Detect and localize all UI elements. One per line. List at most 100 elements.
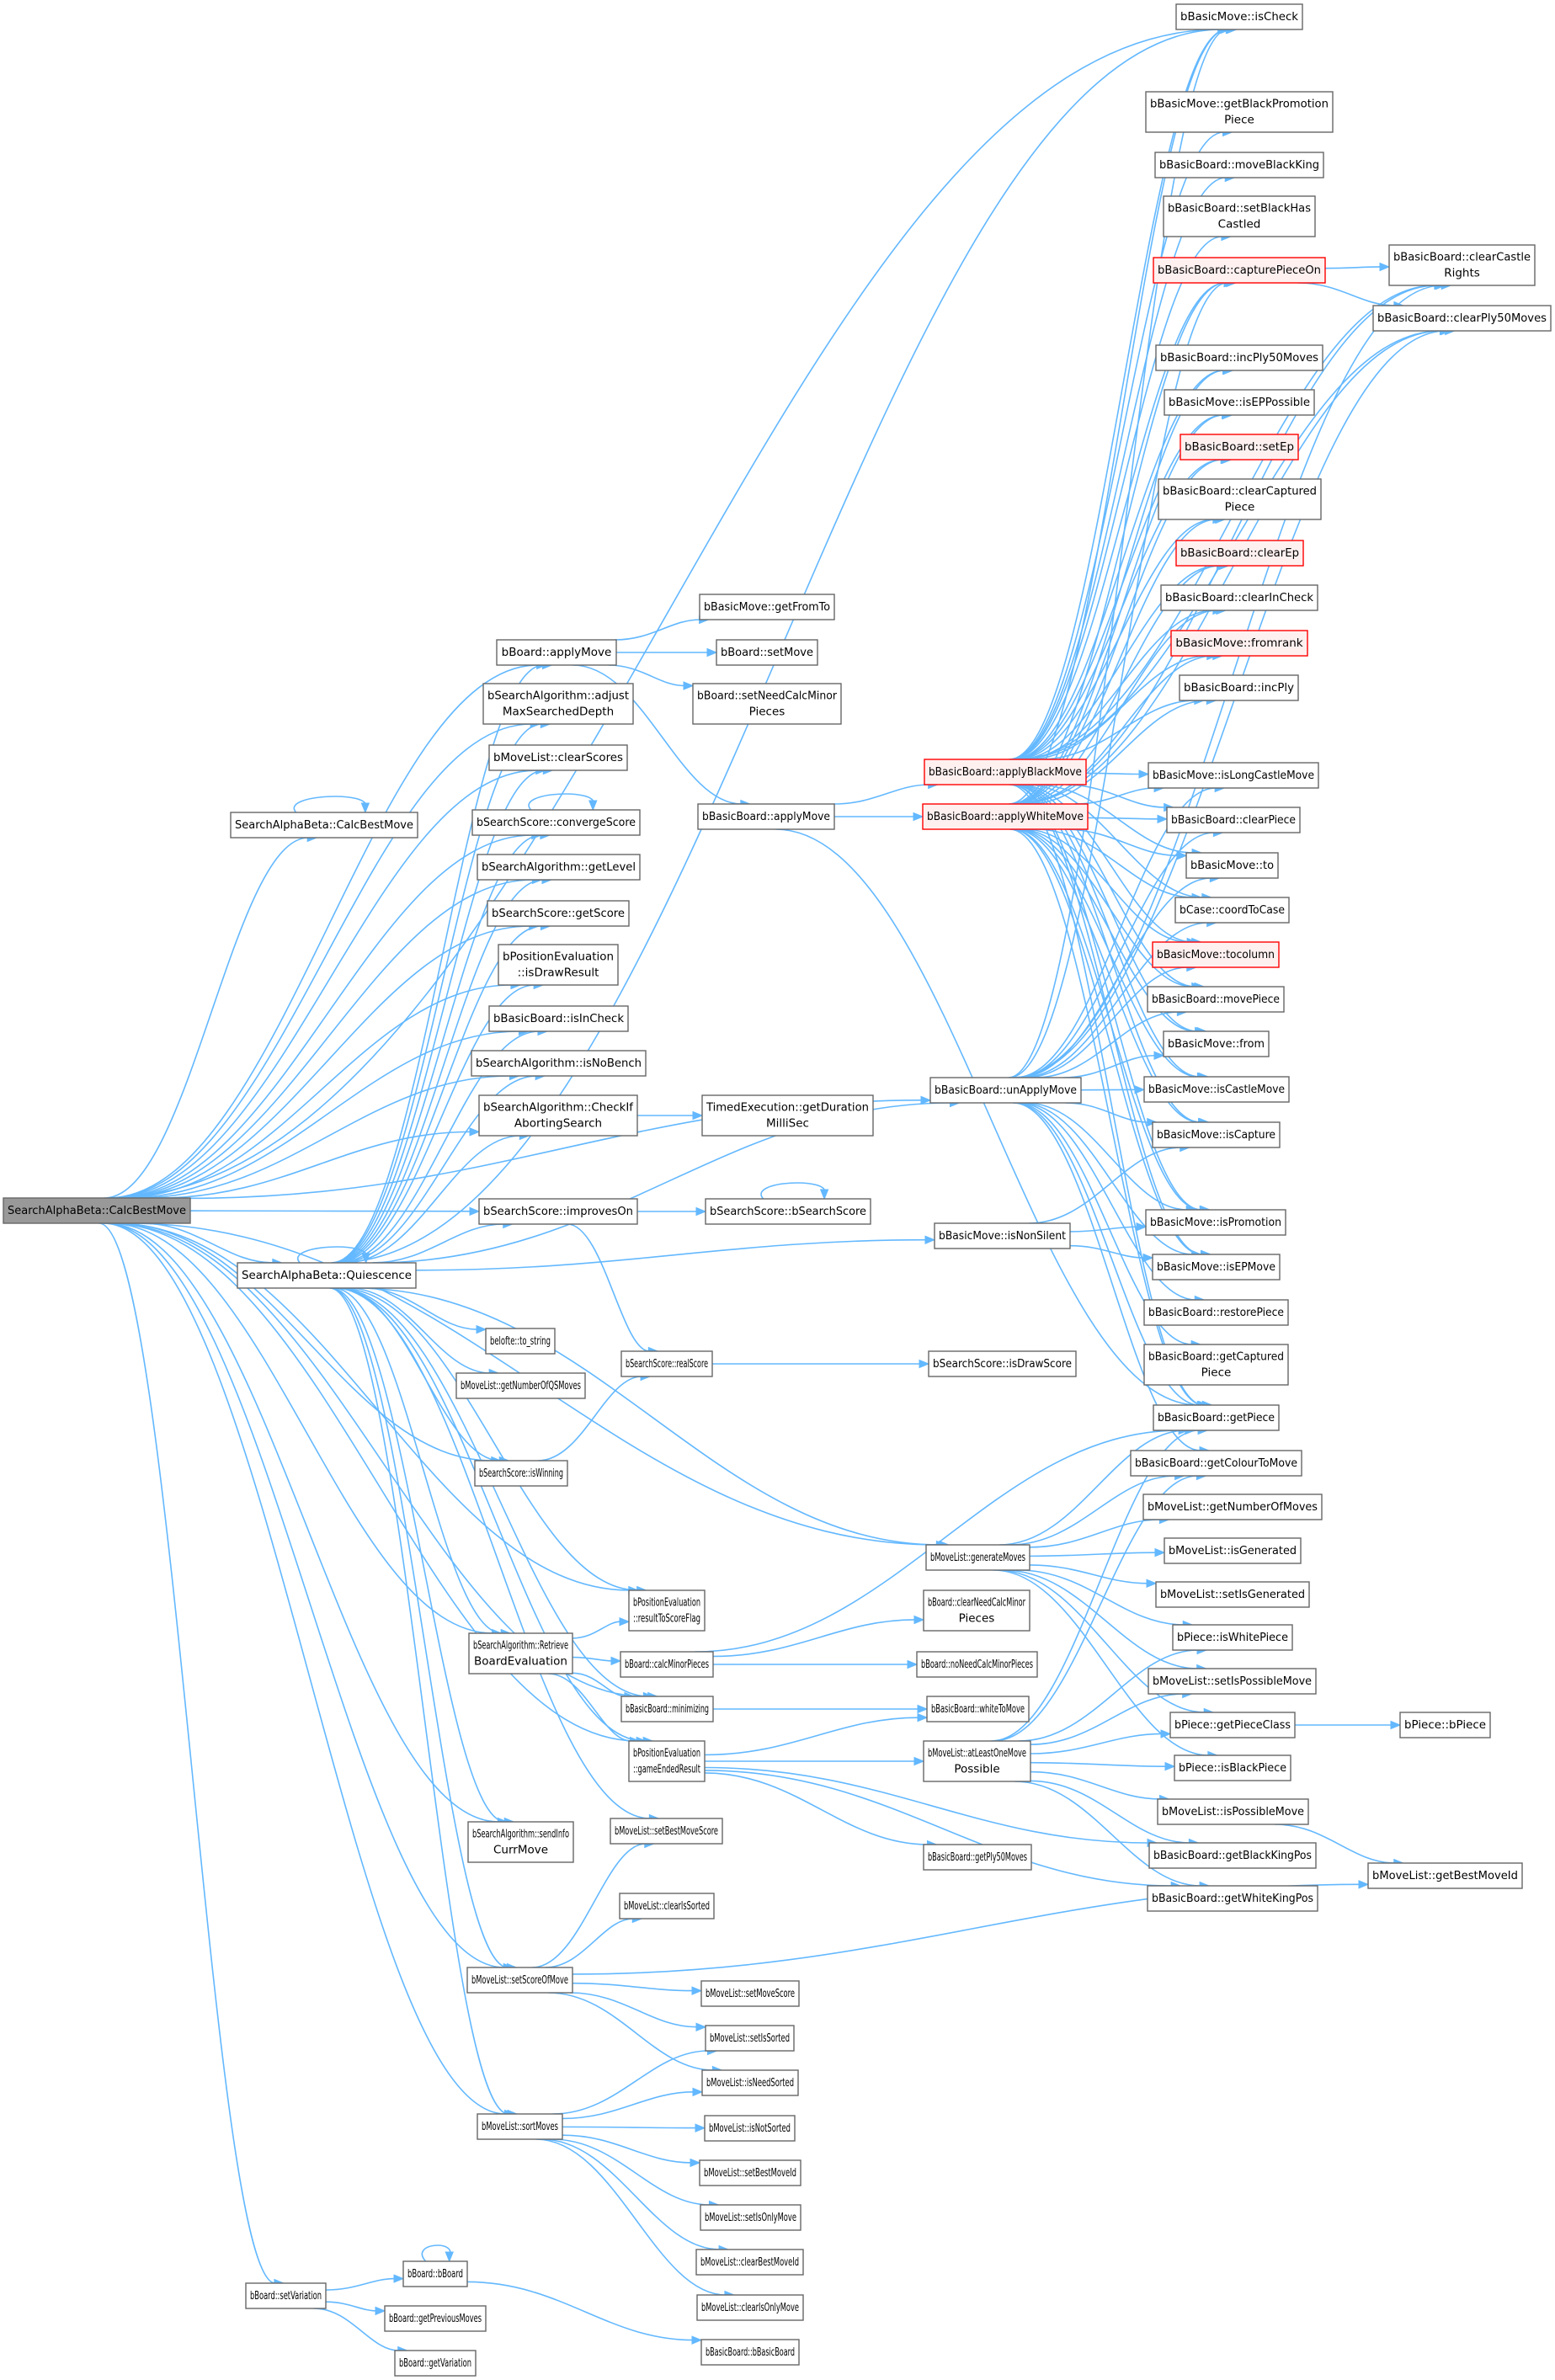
- node-box[interactable]: [923, 1740, 1031, 1782]
- node-quiescence[interactable]: SearchAlphaBeta::Quiescence: [237, 1262, 417, 1289]
- node-convergeScore[interactable]: bSearchScore::convergeScore: [471, 809, 641, 836]
- node-minimizing[interactable]: bBasicBoard::minimizing: [620, 1696, 714, 1722]
- node-calcMinorPieces[interactable]: bBoard::calcMinorPieces: [620, 1651, 714, 1678]
- node-isNotSorted[interactable]: bMoveList::isNotSorted: [704, 2115, 796, 2142]
- node-box[interactable]: [488, 744, 628, 771]
- node-box[interactable]: [716, 639, 818, 666]
- node-box[interactable]: [498, 944, 619, 986]
- node-box[interactable]: [1372, 305, 1552, 332]
- node-isCastleMove[interactable]: bBasicMove::isCastleMove: [1143, 1076, 1290, 1103]
- node-getPieceClass[interactable]: bPiece::getPieceClass: [1169, 1712, 1296, 1738]
- node-box[interactable]: [478, 1198, 638, 1225]
- node-box[interactable]: [1154, 152, 1324, 178]
- node-calcbest_root[interactable]: SearchAlphaBeta::CalcBestMove: [3, 1197, 191, 1224]
- node-getFromTo[interactable]: bBasicMove::getFromTo: [699, 594, 835, 620]
- node-clearInCheck[interactable]: bBasicBoard::clearInCheck: [1160, 584, 1318, 611]
- node-box[interactable]: [1153, 1404, 1280, 1431]
- node-box[interactable]: [934, 1222, 1071, 1249]
- node-box[interactable]: [1143, 1344, 1289, 1386]
- node-box[interactable]: [1142, 1493, 1323, 1520]
- node-box[interactable]: [926, 1696, 1030, 1722]
- node-bBoard_applyMove[interactable]: bBoard::applyMove: [496, 639, 617, 666]
- node-movePiece[interactable]: bBasicBoard::movePiece: [1147, 986, 1285, 1013]
- node-to[interactable]: bBasicMove::to: [1185, 852, 1279, 879]
- node-box[interactable]: [1158, 478, 1322, 520]
- node-box[interactable]: [628, 1589, 706, 1632]
- node-box[interactable]: [610, 1818, 723, 1845]
- node-box[interactable]: [1164, 389, 1315, 416]
- node-calcbest_self[interactable]: SearchAlphaBeta::CalcBestMove: [230, 812, 418, 839]
- node-box[interactable]: [620, 1350, 713, 1377]
- node-getVariation[interactable]: bBoard::getVariation: [394, 2350, 477, 2377]
- node-box[interactable]: [474, 1460, 568, 1487]
- node-box[interactable]: [1157, 1798, 1309, 1825]
- node-getNumberOfQSMoves[interactable]: bMoveList::getNumberOfQSMoves: [455, 1372, 586, 1399]
- node-box[interactable]: [482, 683, 634, 725]
- node-box[interactable]: [1155, 1581, 1310, 1608]
- node-getLevel[interactable]: bSearchAlgorithm::getLevel: [477, 854, 641, 881]
- node-isEPPossible[interactable]: bBasicMove::isEPPossible: [1164, 389, 1315, 416]
- node-isNeedSorted[interactable]: bMoveList::isNeedSorted: [701, 2069, 799, 2096]
- node-box[interactable]: [3, 1197, 191, 1224]
- node-isGenerated[interactable]: bMoveList::isGenerated: [1164, 1537, 1302, 1564]
- node-moveBlackKing[interactable]: bBasicBoard::moveBlackKing: [1154, 152, 1324, 178]
- node-box[interactable]: [1180, 434, 1299, 461]
- node-clearBestMoveId[interactable]: bMoveList::clearBestMoveId: [695, 2249, 804, 2276]
- node-bBasicBoardCtor[interactable]: bBasicBoard::bBasicBoard: [700, 2339, 800, 2366]
- node-box[interactable]: [1172, 1624, 1293, 1651]
- node-setIsOnlyMove[interactable]: bMoveList::setIsOnlyMove: [700, 2204, 801, 2231]
- node-box[interactable]: [466, 1967, 573, 1994]
- node-clearIsSorted[interactable]: bMoveList::clearIsSorted: [619, 1893, 715, 1919]
- node-box[interactable]: [1143, 1299, 1289, 1326]
- node-clearScores[interactable]: bMoveList::clearScores: [488, 744, 628, 771]
- node-bb_applyMove[interactable]: bBasicBoard::applyMove: [697, 803, 835, 830]
- node-isDrawResult[interactable]: bPositionEvaluation::isDrawResult: [498, 944, 619, 986]
- node-box[interactable]: [700, 2204, 801, 2231]
- node-setMove[interactable]: bBoard::setMove: [716, 639, 818, 666]
- node-getWhiteKingPos[interactable]: bBasicBoard::getWhiteKingPos: [1147, 1885, 1318, 1912]
- node-clearPly50Moves[interactable]: bBasicBoard::clearPly50Moves: [1372, 305, 1552, 332]
- node-box[interactable]: [1399, 1712, 1491, 1738]
- node-setIsPossibleMove[interactable]: bMoveList::setIsPossibleMove: [1148, 1668, 1317, 1695]
- node-box[interactable]: [1147, 986, 1285, 1013]
- node-box[interactable]: [477, 854, 641, 881]
- node-getPreviousMoves[interactable]: bBoard::getPreviousMoves: [384, 2305, 487, 2332]
- node-box[interactable]: [1164, 1537, 1302, 1564]
- node-noNeedCalc[interactable]: bBoard::noNeedCalcMinorPieces: [916, 1651, 1038, 1678]
- node-clearEp[interactable]: bBasicBoard::clearEp: [1175, 540, 1304, 567]
- node-box[interactable]: [1152, 1121, 1281, 1148]
- node-box[interactable]: [1148, 1668, 1317, 1695]
- node-box[interactable]: [394, 2350, 477, 2377]
- node-isCapture[interactable]: bBasicMove::isCapture: [1152, 1121, 1281, 1148]
- node-isEPMove[interactable]: bBasicMove::isEPMove: [1152, 1254, 1281, 1281]
- node-retrieveEval[interactable]: bSearchAlgorithm::RetrieveBoardEvaluatio…: [468, 1632, 573, 1675]
- node-isBlackPiece[interactable]: bPiece::isBlackPiece: [1174, 1754, 1291, 1781]
- node-bBoard_bBoard[interactable]: bBoard::bBoard: [402, 2260, 468, 2287]
- node-clearPiece[interactable]: bBasicBoard::clearPiece: [1166, 807, 1301, 833]
- node-box[interactable]: [923, 1844, 1032, 1871]
- node-box[interactable]: [1145, 1209, 1286, 1236]
- node-box[interactable]: [1145, 91, 1334, 133]
- node-box[interactable]: [695, 2249, 804, 2276]
- node-getScore[interactable]: bSearchScore::getScore: [487, 900, 630, 927]
- node-isDrawScore[interactable]: bSearchScore::isDrawScore: [928, 1350, 1077, 1377]
- node-box[interactable]: [928, 1350, 1077, 1377]
- node-box[interactable]: [1152, 941, 1280, 968]
- node-box[interactable]: [1367, 1862, 1523, 1889]
- node-box[interactable]: [692, 683, 842, 725]
- node-box[interactable]: [237, 1262, 417, 1289]
- node-box[interactable]: [1163, 1030, 1270, 1057]
- node-applyWhiteMove[interactable]: bBasicBoard::applyWhiteMove: [922, 803, 1089, 830]
- node-box[interactable]: [701, 1094, 874, 1137]
- node-gameEndedResult[interactable]: bPositionEvaluation::gameEndedResult: [628, 1740, 706, 1782]
- node-box[interactable]: [628, 1740, 706, 1782]
- node-box[interactable]: [929, 1077, 1082, 1104]
- node-box[interactable]: [705, 1198, 871, 1225]
- node-setMoveScore[interactable]: bMoveList::setMoveScore: [700, 1980, 800, 2007]
